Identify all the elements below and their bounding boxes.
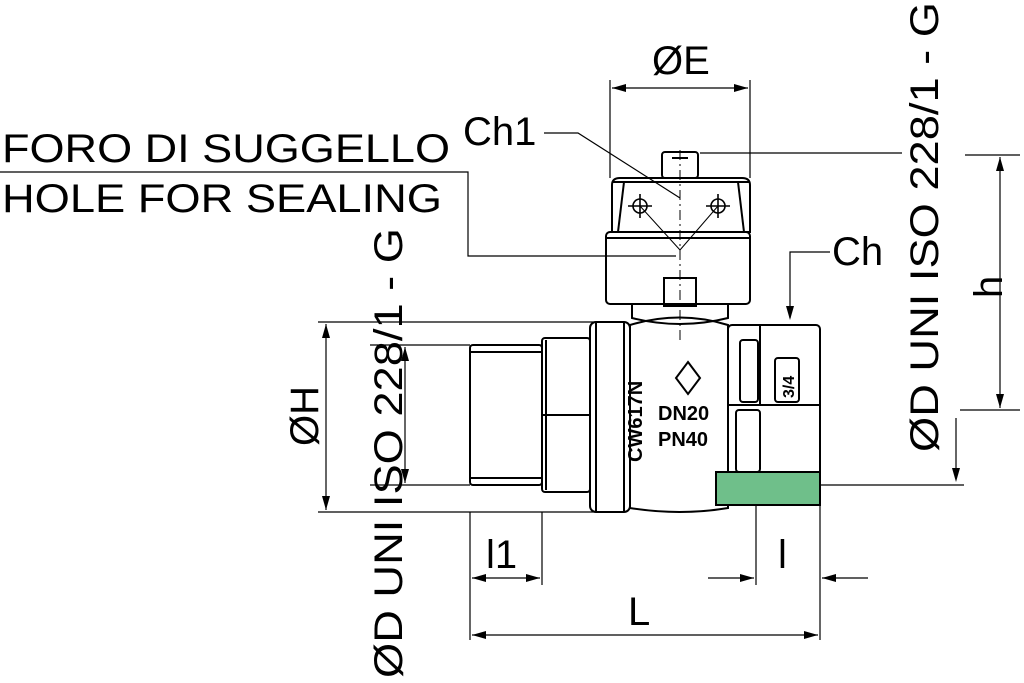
label-thread-right: ØD UNI ISO 228/1 - G — [903, 2, 947, 452]
label-dia-h: ØH — [283, 386, 327, 446]
label-l1: l1 — [486, 533, 517, 577]
size-marking-box — [774, 357, 800, 403]
label-dia-e: ØE — [652, 39, 710, 83]
sealing-band — [715, 471, 821, 506]
marking-size: 3/4 — [781, 376, 798, 398]
marking-dn: DN20 — [658, 403, 709, 425]
label-ch1: Ch1 — [463, 110, 536, 154]
label-l: l — [778, 533, 787, 577]
male-thread-end — [469, 344, 543, 486]
diamond-logo — [674, 360, 702, 396]
dimension-lines — [0, 80, 1020, 640]
label-sealing-en: HOLE FOR SEALING — [2, 177, 442, 221]
label-h: h — [967, 276, 1011, 298]
label-L: L — [628, 590, 650, 634]
handle-cap — [605, 151, 751, 325]
marking-pn: PN40 — [658, 429, 708, 451]
label-sealing-it: FORO DI SUGGELLO — [2, 127, 450, 171]
marking-material: CW617N — [625, 381, 647, 462]
arrowheads — [322, 84, 1004, 639]
label-thread-left: ØD UNI ISO 228/1 - G — [367, 228, 411, 678]
label-ch: Ch — [832, 230, 883, 274]
